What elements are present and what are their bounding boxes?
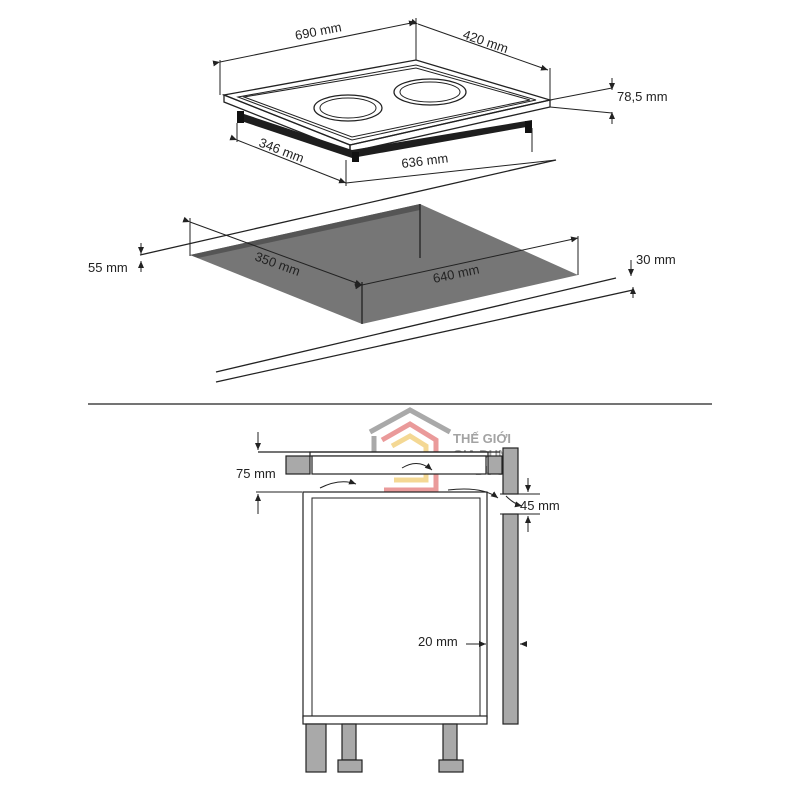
hob-width-dimension: 690 mm [212,18,417,95]
burner-left [313,94,383,122]
vent-gap-label: 45 mm [520,498,560,513]
worktop-left-section [285,455,311,475]
hob-body-width-label: 636 mm [401,150,449,171]
cabinet-section [258,447,523,773]
airflow-arrow-3 [447,488,499,499]
airflow-arrow-2 [401,463,433,471]
hob-height-label: 78,5 mm [617,89,668,104]
watermark-line1: THẾ GIỚI [453,431,511,446]
hob-depth-label: 420 mm [461,27,510,56]
side-gap-label: 20 mm [418,634,458,649]
cabinet-leg-2 [341,723,357,761]
hob-width-label: 690 mm [294,19,343,43]
cutout-hole [190,204,578,324]
hob-body-width-dimension: 636 mm [345,128,557,186]
hob-height-dimension: 78,5 mm [549,78,668,124]
airflow-arrow-1 [319,478,357,489]
top-gap-dimension: 75 mm [236,432,302,514]
worktop-cutout [139,159,634,383]
rear-panel-lower [502,513,519,725]
worktop-right-section [487,455,503,475]
watermark-logo: THẾ GIỚI GIA DỤNG ĐỨC [368,407,518,493]
cabinet-leg-3 [442,723,458,761]
worktop-thickness-dimension: 30 mm [628,252,676,298]
top-gap-label: 75 mm [236,466,276,481]
cabinet-leg-1 [305,723,327,773]
airflow-arrow-4 [505,495,523,508]
side-gap-dimension: 20 mm [418,634,527,649]
rear-wall-panel [502,447,519,495]
cutout-front-dimension: 55 mm [88,243,144,275]
hob-depth-dimension: 420 mm [410,18,551,100]
worktop-thickness-label: 30 mm [636,252,676,267]
cutout-front-label: 55 mm [88,260,128,275]
burner-right [393,78,467,106]
vent-gap-dimension: 45 mm [500,478,560,532]
